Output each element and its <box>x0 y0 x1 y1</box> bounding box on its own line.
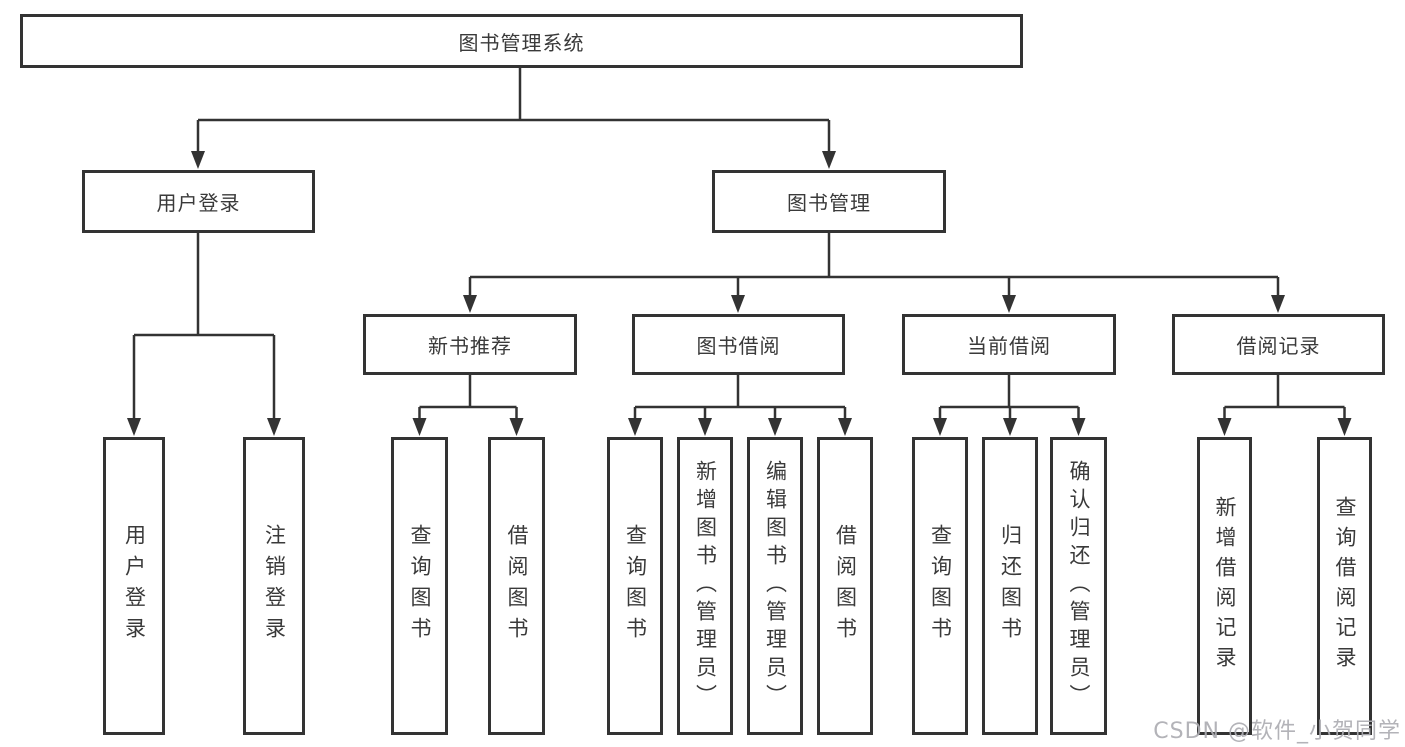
leaf-br-add-record: 新增借阅记录 <box>1197 437 1252 735</box>
arrowhead-icon <box>1071 418 1086 436</box>
leaf-cb-confirm-return: 确认归还（管理员） <box>1050 437 1107 735</box>
leaf-logout-label: 注销登录 <box>262 524 287 648</box>
node-current-borrow-label: 当前借阅 <box>967 334 1051 358</box>
leaf-cb-query-books-label: 查询图书 <box>928 524 953 648</box>
node-book-management-label: 图书管理 <box>787 191 871 215</box>
node-current-borrow: 当前借阅 <box>902 314 1116 375</box>
node-borrow-records-label: 借阅记录 <box>1236 334 1321 358</box>
leaf-nbr-borrow-books-label: 借阅图书 <box>505 524 529 648</box>
leaf-cb-return-books: 归还图书 <box>982 437 1038 735</box>
leaf-bb-add-books-label: 新增图书（管理员） <box>693 460 718 712</box>
leaf-br-add-record-label: 新增借阅记录 <box>1213 496 1237 676</box>
arrowhead-icon <box>267 418 281 436</box>
leaf-cb-return-books-label: 归还图书 <box>998 524 1023 648</box>
node-new-book-recommend-label: 新书推荐 <box>428 334 512 358</box>
node-user-login-label: 用户登录 <box>156 191 241 215</box>
node-root: 图书管理系统 <box>20 14 1023 68</box>
leaf-nbr-query-books: 查询图书 <box>391 437 448 735</box>
arrowhead-icon <box>1002 295 1016 313</box>
leaf-cb-confirm-return-label: 确认归还（管理员） <box>1067 460 1091 712</box>
node-user-login: 用户登录 <box>82 170 315 233</box>
arrowhead-icon <box>1217 418 1232 436</box>
arrowhead-icon <box>933 418 947 436</box>
leaf-user-login-label: 用户登录 <box>122 524 147 648</box>
arrowhead-icon <box>127 418 141 436</box>
arrowhead-icon <box>731 295 745 313</box>
arrowhead-icon <box>412 418 427 436</box>
arrowhead-icon <box>191 151 205 169</box>
arrowhead-icon <box>698 418 712 436</box>
leaf-bb-query-books: 查询图书 <box>607 437 663 735</box>
leaf-bb-borrow-books: 借阅图书 <box>817 437 873 735</box>
csdn-watermark: CSDN @软件_小贺同学 <box>1153 719 1401 744</box>
node-book-borrow-label: 图书借阅 <box>696 334 781 358</box>
leaf-nbr-borrow-books: 借阅图书 <box>488 437 545 735</box>
leaf-bb-borrow-books-label: 借阅图书 <box>833 524 858 648</box>
leaf-bb-edit-books: 编辑图书（管理员） <box>747 437 803 735</box>
node-book-borrow: 图书借阅 <box>632 314 845 375</box>
arrowhead-icon <box>838 418 852 436</box>
leaf-bb-edit-books-label: 编辑图书（管理员） <box>763 460 788 712</box>
arrowhead-icon <box>1003 418 1017 436</box>
leaf-user-login: 用户登录 <box>103 437 165 735</box>
leaf-bb-add-books: 新增图书（管理员） <box>677 437 733 735</box>
leaf-logout: 注销登录 <box>243 437 305 735</box>
node-root-label: 图书管理系统 <box>458 30 585 55</box>
node-new-book-recommend: 新书推荐 <box>363 314 577 375</box>
arrowhead-icon <box>463 295 477 313</box>
arrowhead-icon <box>822 151 836 169</box>
node-borrow-records: 借阅记录 <box>1172 314 1385 375</box>
leaf-bb-query-books-label: 查询图书 <box>623 524 648 648</box>
arrowhead-icon <box>509 418 524 436</box>
node-book-management: 图书管理 <box>712 170 946 233</box>
leaf-br-query-record: 查询借阅记录 <box>1317 437 1372 735</box>
leaf-br-query-record-label: 查询借阅记录 <box>1333 496 1357 676</box>
leaf-nbr-query-books-label: 查询图书 <box>408 524 432 648</box>
arrowhead-icon <box>1337 418 1352 436</box>
arrowhead-icon <box>1271 295 1285 313</box>
arrowhead-icon <box>628 418 642 436</box>
leaf-cb-query-books: 查询图书 <box>912 437 968 735</box>
arrowhead-icon <box>768 418 782 436</box>
